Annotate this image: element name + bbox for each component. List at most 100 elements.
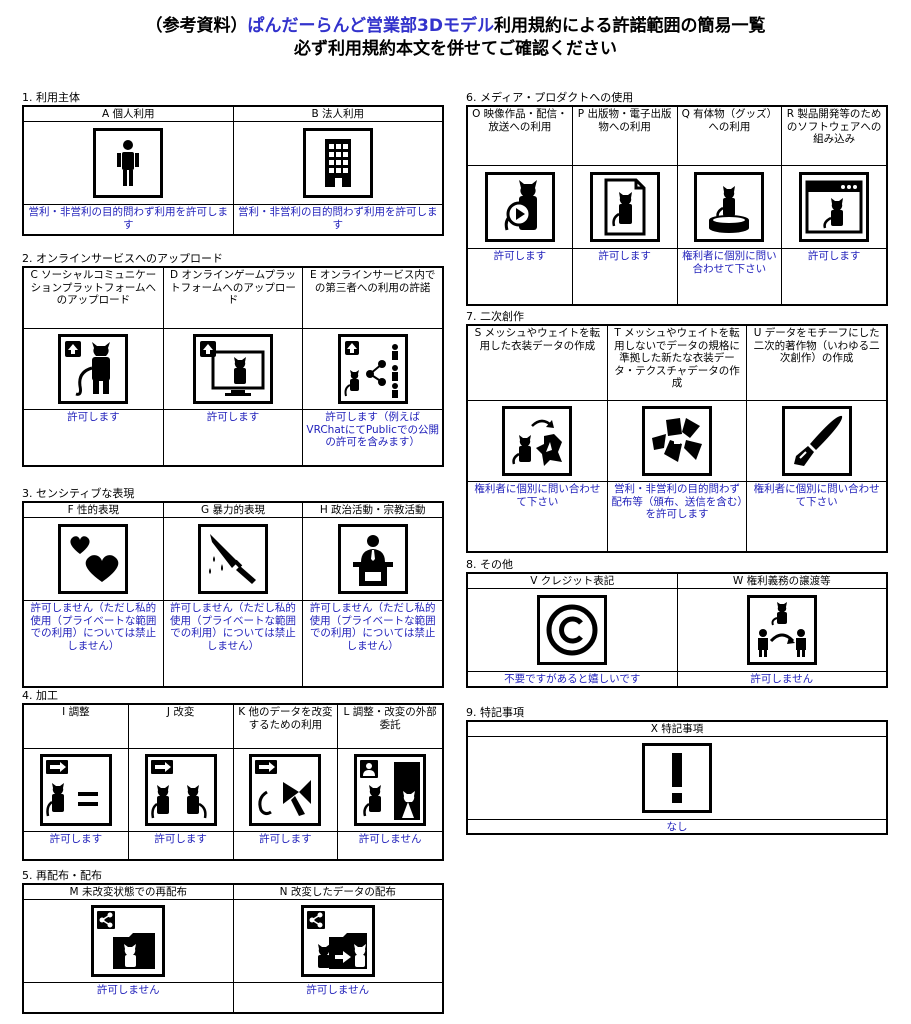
section-table: M 未改変状態での再配布 許可しません N 改変したデータの配布 許可しません bbox=[22, 883, 444, 1014]
item-w: W 権利義務の譲渡等 許可しません bbox=[676, 574, 886, 686]
page-subtitle: 必ず利用規約本文を併せてご確認ください bbox=[294, 39, 617, 59]
item-status: 許可します bbox=[67, 411, 120, 423]
item-b: B 法人利用 営利・非営利の目的問わず利用を許可します bbox=[232, 107, 442, 234]
item-label: X 特記事項 bbox=[468, 722, 886, 737]
section-table: S メッシュやウェイトを転用した衣装データの作成 権利者に個別に問い合わせて下さ… bbox=[466, 324, 888, 553]
item-label: V クレジット表記 bbox=[468, 574, 677, 589]
section-title: 4. 加工 bbox=[22, 689, 58, 702]
item-u: U データをモチーフにした二次的著作物（いわゆる二次創作）の作成 権利者に個別に… bbox=[746, 326, 887, 551]
item-label: Q 有体物（グッズ）への利用 bbox=[677, 107, 782, 166]
costume-new-icon bbox=[642, 406, 712, 476]
item-status: 許可しません bbox=[306, 984, 370, 996]
item-label: W 権利義務の譲渡等 bbox=[677, 574, 886, 589]
game-upload-icon bbox=[193, 334, 273, 404]
section-title: 7. 二次創作 bbox=[466, 310, 524, 323]
item-status: 権利者に個別に問い合わせて下さい bbox=[474, 483, 601, 508]
item-n: N 改変したデータの配布 許可しません bbox=[232, 885, 442, 1012]
item-status: 許可しません bbox=[750, 673, 814, 685]
item-o: O 映像作品・配信・放送への利用 許可します bbox=[468, 107, 572, 304]
item-label: P 出版物・電子出版物への利用 bbox=[572, 107, 677, 166]
publication-icon bbox=[589, 172, 660, 242]
section-table: I 調整 許可します J 改変 許可します K 他のデータを改変するための利用 … bbox=[22, 703, 444, 861]
section-redistribution: 5. 再配布・配布 M 未改変状態での再配布 許可しません N 改変したデータの… bbox=[22, 869, 444, 1014]
page-title: （参考資料）ぱんだーらんど営業部3Dモデル利用規約による許諾範囲の簡易一覧 bbox=[0, 15, 911, 37]
item-label: J 改変 bbox=[128, 705, 233, 749]
item-i: I 調整 許可します bbox=[24, 705, 128, 859]
modify-icon bbox=[144, 754, 217, 826]
item-status: 許可します bbox=[49, 833, 103, 845]
item-l: L 調整・改変の外部委託 許可しません bbox=[337, 705, 442, 859]
section-special-notes: 9. 特記事項 X 特記事項 なし bbox=[466, 706, 888, 835]
item-v: V クレジット表記 不要ですがあると嬉しいです bbox=[468, 574, 677, 686]
section-derivative: 7. 二次創作 S メッシュやウェイトを転用した衣装データの作成 権利者に個別に… bbox=[466, 310, 888, 553]
redistribute-icon bbox=[91, 905, 166, 977]
item-e: E オンラインサービス内での第三者への利用の許諾 許可します（例えばVRChat… bbox=[302, 268, 443, 465]
section-processing: 4. 加工 I 調整 許可します J 改変 許可します K 他のデータを改変する… bbox=[22, 689, 444, 861]
item-g: G 暴力的表現 許可しません（ただし私的使用（プライベートな範囲での利用）につい… bbox=[162, 503, 303, 686]
item-label: K 他のデータを改変するための利用 bbox=[233, 705, 338, 749]
item-label: S メッシュやウェイトを転用した衣装データの作成 bbox=[468, 326, 607, 401]
item-s: S メッシュやウェイトを転用した衣装データの作成 権利者に個別に問い合わせて下さ… bbox=[468, 326, 607, 551]
costume-mesh-icon bbox=[502, 406, 573, 476]
section-table: C ソーシャルコミュニケーションプラットフォームへのアップロード 許可します D… bbox=[22, 266, 444, 467]
item-d: D オンラインゲームプラットフォームへのアップロード 許可します bbox=[162, 268, 303, 465]
item-a: A 個人利用 営利・非営利の目的問わず利用を許可します bbox=[24, 107, 233, 234]
section-other: 8. その他 V クレジット表記 不要ですがあると嬉しいです W 権利義務の譲渡… bbox=[466, 558, 888, 688]
item-label: F 性的表現 bbox=[24, 503, 163, 518]
section-title: 9. 特記事項 bbox=[466, 706, 524, 719]
item-f: F 性的表現 許可しません（ただし私的使用（プライベートな範囲での利用）について… bbox=[24, 503, 163, 686]
item-t: T メッシュやウェイトを転用しないでデータの規格に準拠した新たな衣装データ・テク… bbox=[606, 326, 747, 551]
item-label: R 製品開発等のためのソフトウェアへの組み込み bbox=[782, 107, 886, 166]
podium-icon bbox=[337, 524, 408, 594]
item-label: C ソーシャルコミュニケーションプラットフォームへのアップロード bbox=[24, 268, 163, 329]
section-title: 5. 再配布・配布 bbox=[22, 869, 102, 882]
section-table: O 映像作品・配信・放送への利用 許可します P 出版物・電子出版物への利用 許… bbox=[466, 105, 888, 306]
item-status: 許可します bbox=[206, 411, 260, 423]
item-label: A 個人利用 bbox=[24, 107, 233, 122]
item-status: なし bbox=[666, 821, 688, 833]
other-data-icon bbox=[249, 754, 322, 826]
item-label: T メッシュやウェイトを転用しないでデータの規格に準拠した新たな衣装データ・テク… bbox=[607, 326, 747, 401]
item-label: D オンラインゲームプラットフォームへのアップロード bbox=[163, 268, 303, 329]
exclamation-icon bbox=[642, 743, 712, 813]
building-icon bbox=[302, 128, 373, 198]
item-label: L 調整・改変の外部委託 bbox=[338, 705, 442, 749]
item-x: X 特記事項 なし bbox=[468, 722, 886, 833]
item-status: 営利・非営利の目的問わず利用を許可します bbox=[28, 206, 229, 231]
item-status: 権利者に個別に問い合わせて下さい bbox=[682, 250, 777, 275]
hearts-icon bbox=[58, 524, 129, 594]
transfer-icon bbox=[746, 595, 817, 665]
section-title: 2. オンラインサービスへのアップロード bbox=[22, 252, 223, 265]
copyright-icon bbox=[537, 595, 608, 665]
adjust-icon bbox=[39, 754, 112, 826]
item-status: 許可します bbox=[493, 250, 547, 262]
person-icon bbox=[93, 128, 164, 198]
item-label: N 改変したデータの配布 bbox=[233, 885, 442, 900]
section-table: F 性的表現 許可しません（ただし私的使用（プライベートな範囲での利用）について… bbox=[22, 501, 444, 688]
figure-icon bbox=[694, 172, 765, 242]
section-table: V クレジット表記 不要ですがあると嬉しいです W 権利義務の譲渡等 許可しませ… bbox=[466, 572, 888, 688]
title-suffix: 利用規約による許諾範囲の簡易一覧 bbox=[493, 16, 766, 36]
item-label: E オンラインサービス内での第三者への利用の許諾 bbox=[303, 268, 443, 329]
section-usage-subject: 1. 利用主体 A 個人利用 営利・非営利の目的問わず利用を許可します B 法人… bbox=[22, 91, 444, 236]
item-p: P 出版物・電子出版物への利用 許可します bbox=[571, 107, 677, 304]
section-table: A 個人利用 営利・非営利の目的問わず利用を許可します B 法人利用 営利・非営… bbox=[22, 105, 444, 236]
item-k: K 他のデータを改変するための利用 許可します bbox=[232, 705, 338, 859]
item-status: 許可します bbox=[598, 250, 651, 262]
item-status: 許可しません（ただし私的使用（プライベートな範囲での利用）については禁止しません… bbox=[170, 602, 296, 652]
item-j: J 改変 許可します bbox=[127, 705, 233, 859]
item-m: M 未改変状態での再配布 許可しません bbox=[24, 885, 233, 1012]
item-h: H 政治活動・宗教活動 許可しません（ただし私的使用（プライベートな範囲での利用… bbox=[302, 503, 443, 686]
item-label: I 調整 bbox=[24, 705, 128, 749]
item-label: M 未改変状態での再配布 bbox=[24, 885, 233, 900]
item-label: H 政治活動・宗教活動 bbox=[303, 503, 443, 518]
item-status: 許可しません（ただし私的使用（プライベートな範囲での利用）については禁止しません… bbox=[309, 602, 436, 652]
section-title: 6. メディア・プロダクトへの使用 bbox=[466, 91, 634, 104]
section-media: 6. メディア・プロダクトへの使用 O 映像作品・配信・放送への利用 許可します… bbox=[466, 91, 888, 306]
section-table: X 特記事項 なし bbox=[466, 720, 888, 835]
section-title: 8. その他 bbox=[466, 558, 513, 571]
item-label: G 暴力的表現 bbox=[163, 503, 303, 518]
item-label: O 映像作品・配信・放送への利用 bbox=[468, 107, 572, 166]
title-prefix: （参考資料） bbox=[145, 16, 248, 36]
item-status: 許可しません bbox=[96, 984, 160, 996]
